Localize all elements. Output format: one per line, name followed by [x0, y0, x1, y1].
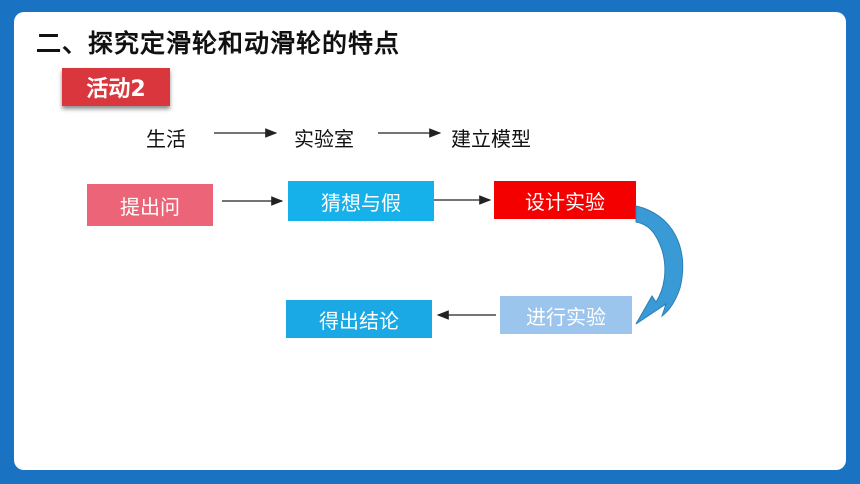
step-model: 建立模型: [451, 127, 531, 151]
activity-badge: 活动2: [62, 68, 170, 106]
step-lab: 实验室: [294, 127, 354, 151]
flow-box-design-experiment: 设计实验: [494, 181, 636, 219]
flow-box-hypothesis: 猜想与假: [288, 181, 434, 221]
slide-title: 二、探究定滑轮和动滑轮的特点: [36, 29, 401, 58]
step-life: 生活: [146, 127, 186, 151]
flow-box-ask-question: 提出问: [87, 184, 213, 226]
flow-box-conduct-experiment: 进行实验: [500, 296, 632, 334]
flow-box-conclusion: 得出结论: [286, 300, 432, 338]
